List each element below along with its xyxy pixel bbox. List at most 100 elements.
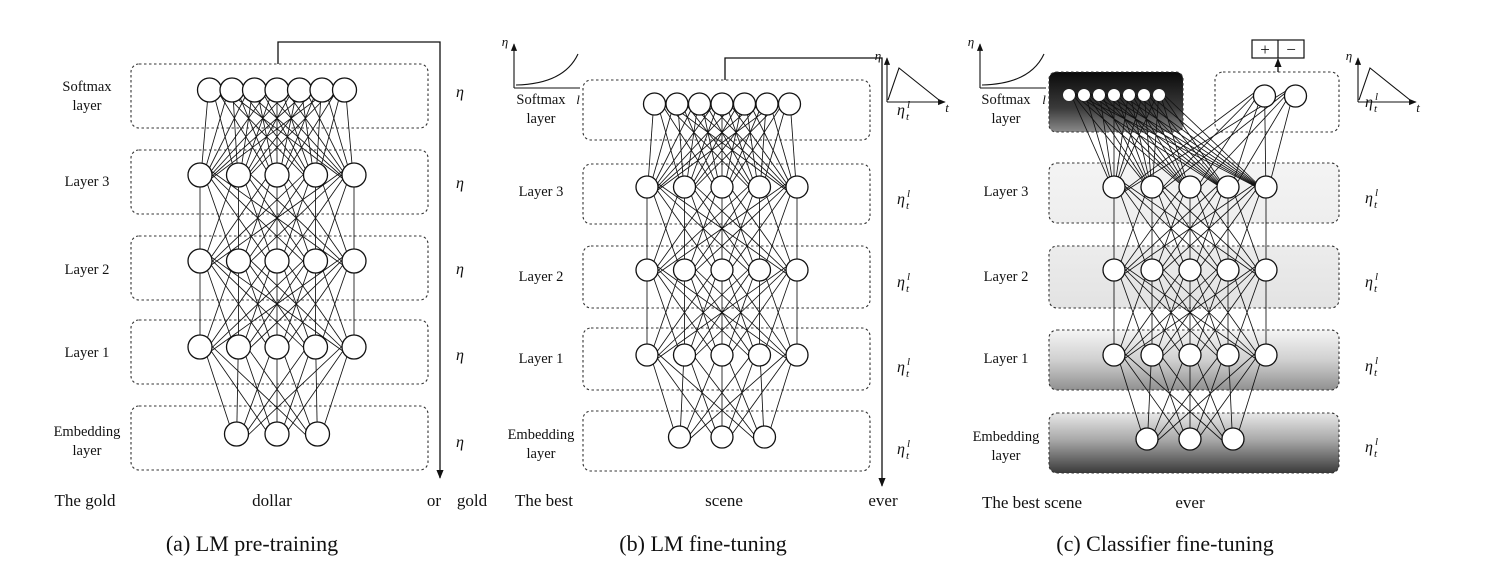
connection xyxy=(1113,175,1229,282)
neuron xyxy=(225,334,252,360)
neuron-small xyxy=(1063,89,1075,101)
lr-curve xyxy=(981,53,1045,86)
learning-rate-superscript: l xyxy=(907,356,910,368)
layer-label-0: Softmax xyxy=(62,79,112,95)
neuron xyxy=(302,334,329,360)
neuron xyxy=(785,258,809,282)
connection xyxy=(699,92,760,199)
connection xyxy=(721,92,798,199)
connection xyxy=(1098,89,1267,193)
connection xyxy=(1068,89,1115,193)
connection xyxy=(276,77,345,188)
stlr-plot-x-label: t xyxy=(1416,100,1420,115)
connection xyxy=(238,334,318,447)
connection xyxy=(646,343,723,449)
learning-rate-subscript: t xyxy=(906,283,910,295)
neuron xyxy=(710,343,734,367)
neuron xyxy=(667,425,692,449)
layer-label-1: Layer 3 xyxy=(65,174,110,190)
layer-label-0: layer xyxy=(992,111,1021,127)
connection xyxy=(1128,89,1267,193)
connection xyxy=(1068,89,1267,193)
connection xyxy=(646,258,760,367)
stlr-curve xyxy=(1358,67,1411,101)
connection xyxy=(1158,89,1229,193)
learning-rate-superscript: l xyxy=(1375,436,1378,448)
input-word: The best xyxy=(515,491,573,510)
connection xyxy=(209,77,278,188)
learning-rate-label: η xyxy=(897,359,905,376)
layer-box xyxy=(130,405,429,471)
lr-plot-x-label: l xyxy=(1042,92,1046,107)
neuron xyxy=(302,248,329,274)
neuron xyxy=(1254,258,1278,282)
learning-rate-superscript: l xyxy=(1375,187,1378,199)
connection xyxy=(679,343,760,449)
connection xyxy=(684,258,798,367)
neuron-small xyxy=(1138,89,1150,101)
connection xyxy=(199,162,278,274)
neuron xyxy=(187,334,213,360)
neuron xyxy=(1140,258,1164,282)
connection xyxy=(1151,175,1267,282)
neuron xyxy=(341,334,367,360)
neuron xyxy=(642,92,667,116)
lr-plot-y-label: η xyxy=(502,34,508,49)
neuron xyxy=(1102,258,1126,282)
connection xyxy=(1113,258,1191,367)
neuron xyxy=(1140,343,1164,367)
neuron xyxy=(1140,175,1164,199)
connection xyxy=(1113,258,1267,367)
learning-rate-subscript: t xyxy=(1374,448,1378,460)
neuron xyxy=(187,248,213,274)
stlr-plot-y-label: η xyxy=(875,48,881,63)
connection xyxy=(1189,175,1267,282)
neuron xyxy=(752,425,777,449)
neuron xyxy=(264,334,290,360)
learning-rate-label: η xyxy=(456,175,464,192)
layer-label-0: Softmax xyxy=(516,92,566,108)
neuron xyxy=(672,343,697,367)
connection xyxy=(1113,258,1229,367)
connection xyxy=(199,248,278,360)
neuron xyxy=(1102,343,1126,367)
connection xyxy=(199,248,316,360)
neuron-small xyxy=(1123,89,1135,101)
neuron xyxy=(1178,427,1202,451)
connection xyxy=(1151,343,1234,451)
learning-rate-label: η xyxy=(1365,439,1373,456)
stlr-curve xyxy=(887,67,940,101)
layer-label-0: layer xyxy=(527,111,556,127)
connection xyxy=(236,334,355,447)
learning-rate-superscript: l xyxy=(907,99,910,111)
connection xyxy=(1189,258,1267,367)
layer-box xyxy=(130,235,429,301)
positive-class: + xyxy=(1260,40,1270,59)
connection xyxy=(276,334,355,447)
negative-class: − xyxy=(1286,40,1296,59)
connection xyxy=(1143,89,1229,193)
neuron xyxy=(1102,175,1126,199)
learning-rate-superscript: l xyxy=(1375,91,1378,103)
learning-rate-subscript: t xyxy=(1374,283,1378,295)
connection xyxy=(1113,343,1191,451)
layer-label-0: Softmax xyxy=(981,92,1031,108)
caption: (a) LM pre-training xyxy=(166,531,338,556)
predicted-word: gold xyxy=(457,491,488,510)
neuron xyxy=(732,92,757,116)
connection xyxy=(199,162,355,274)
connection xyxy=(1227,84,1296,199)
connection xyxy=(1113,84,1265,199)
neuron xyxy=(665,92,689,116)
neuron xyxy=(672,175,697,199)
layer-label-3: Layer 1 xyxy=(519,351,564,367)
learning-rate-label: η xyxy=(897,102,905,119)
neuron xyxy=(672,258,697,282)
learning-rate-label: η xyxy=(456,261,464,278)
connection xyxy=(1146,343,1267,451)
learning-rate-label: η xyxy=(1365,274,1373,291)
layer-label-4: layer xyxy=(527,446,556,462)
layer-label-0: layer xyxy=(73,98,102,114)
